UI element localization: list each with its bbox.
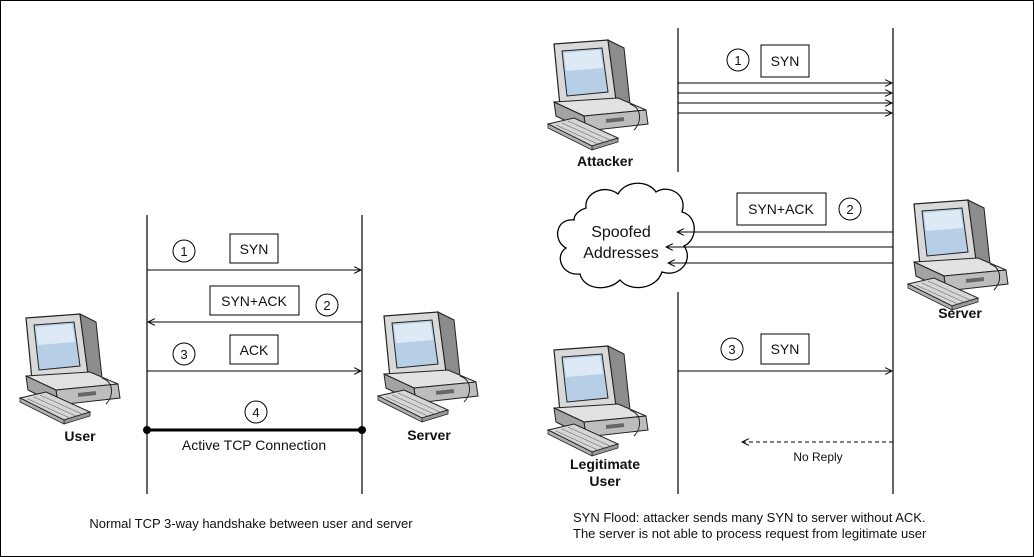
- connection-endpoint-user: [143, 426, 151, 434]
- server-label-right: Server: [938, 305, 982, 321]
- legit-user-label-line2: User: [589, 473, 621, 489]
- syn-ack-message-box: [209, 285, 300, 316]
- flood-step-1-number: 1: [734, 53, 741, 68]
- step-2-badge: [315, 293, 339, 317]
- ack-message-label: ACK: [240, 342, 269, 358]
- cloud-label-line2: Addresses: [583, 245, 659, 262]
- user-computer-icon: [19, 313, 121, 425]
- flood-step-2-number: 2: [846, 202, 853, 217]
- syn-message-label: SYN: [240, 241, 269, 257]
- step-3-badge: [172, 342, 196, 366]
- legit-user-computer-icon: [547, 345, 649, 457]
- legit-step-3-badge: [720, 337, 744, 361]
- ack-message-box: [229, 334, 279, 365]
- server-computer-icon: [377, 311, 479, 423]
- flood-syn-ack-box: [736, 192, 827, 226]
- user-label: User: [64, 428, 96, 444]
- flood-syn-ack-label: SYN+ACK: [748, 201, 814, 217]
- legit-syn-box: [760, 333, 810, 365]
- flood-step-2-badge: [838, 197, 862, 221]
- syn-message-box: [229, 233, 279, 264]
- flood-syn-box: [760, 44, 810, 78]
- step-4-badge: [244, 400, 268, 424]
- step-1-number: 1: [180, 244, 187, 259]
- spoofed-addresses-cloud: [556, 182, 695, 289]
- step-3-number: 3: [180, 347, 187, 362]
- attacker-computer-icon: [547, 39, 649, 151]
- left-caption: Normal TCP 3-way handshake between user …: [89, 516, 413, 531]
- server-computer-icon-right: [907, 199, 1009, 311]
- server-label: Server: [407, 427, 451, 443]
- flood-syn-label: SYN: [771, 53, 800, 69]
- cloud-label-line1: Spoofed: [591, 224, 651, 241]
- legit-user-label-line1: Legitimate: [570, 456, 640, 472]
- legit-step-3-number: 3: [728, 342, 735, 357]
- legit-syn-label: SYN: [771, 341, 800, 357]
- step-1-badge: [172, 239, 196, 263]
- no-reply-label: No Reply: [793, 450, 842, 464]
- right-caption-line1: SYN Flood: attacker sends many SYN to se…: [573, 510, 926, 525]
- right-caption-line2: The server is not able to process reques…: [573, 526, 927, 541]
- flood-step-1-badge: [726, 48, 750, 72]
- syn-ack-message-label: SYN+ACK: [221, 293, 287, 309]
- attacker-label: Attacker: [577, 153, 634, 169]
- connection-endpoint-server: [358, 426, 366, 434]
- active-connection-label: Active TCP Connection: [182, 437, 326, 453]
- step-4-number: 4: [252, 405, 259, 420]
- syn-flood-panel: Attacker Server Legitimate User 1 SYN Sp…: [547, 28, 1009, 541]
- step-2-number: 2: [323, 298, 330, 313]
- normal-handshake-panel: User Server 1 SYN SYN+ACK 2 3 ACK 4 Acti…: [19, 215, 479, 531]
